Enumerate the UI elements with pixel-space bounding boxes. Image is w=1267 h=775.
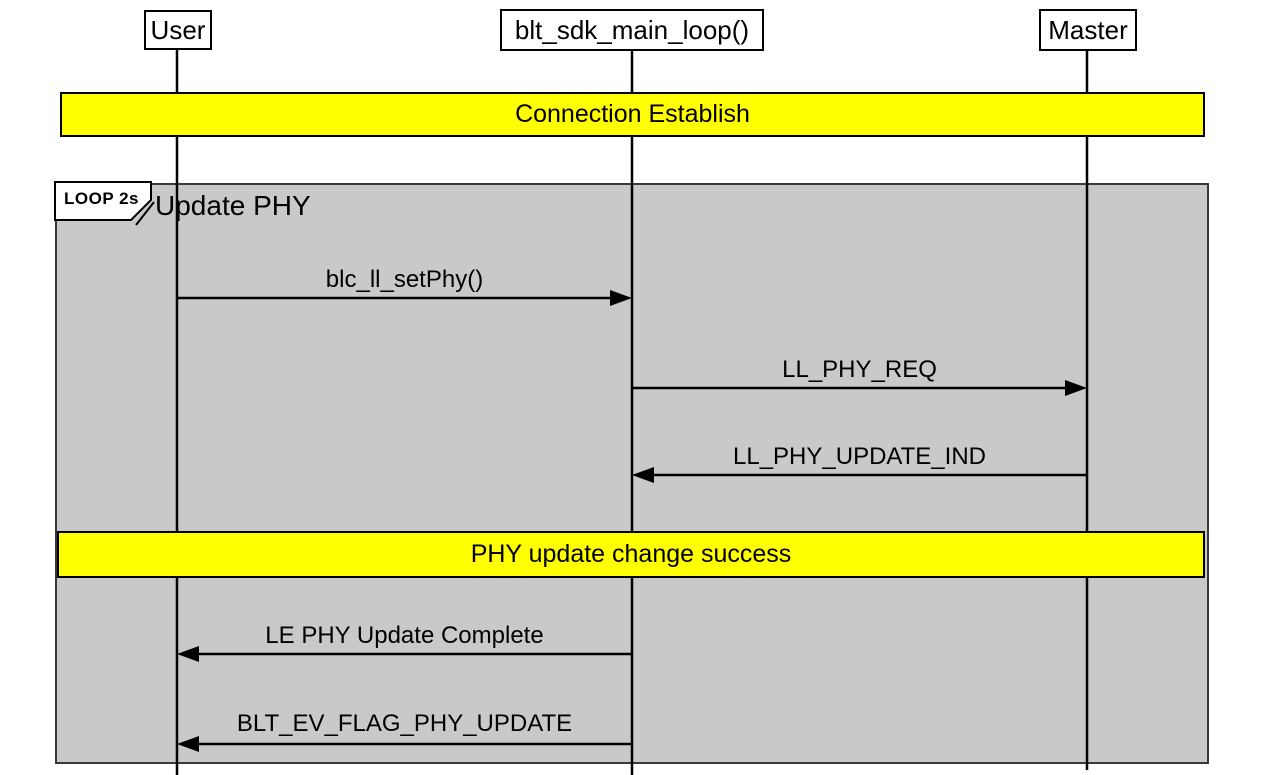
participant-mainloop: blt_sdk_main_loop() — [500, 9, 764, 51]
participant-master: Master — [1039, 9, 1137, 51]
arrowhead-right-blc-ll-setphy — [610, 290, 632, 306]
banner-connection-establish: Connection Establish — [60, 92, 1205, 137]
loop-title-label: Update PHY — [155, 190, 311, 221]
arrowhead-left-le-phy-update-complete — [177, 646, 199, 662]
pentagon-fold-line — [135, 201, 155, 226]
message-label-blc-ll-setphy: blc_ll_setPhy() — [325, 266, 484, 293]
banner-connection-label: Connection Establish — [515, 100, 750, 128]
arrowhead-left-blt-ev-flag-phy-update — [177, 736, 199, 752]
arrowhead-left-ll-phy-update-ind — [632, 467, 654, 483]
banner-phy-update-success: PHY update change success — [57, 531, 1205, 578]
participant-user: User — [144, 10, 212, 50]
loop-operator-pentagon — [54, 181, 155, 226]
pentagon-shape — [54, 181, 152, 221]
message-label-ll-phy-update-ind: LL_PHY_UPDATE_IND — [733, 443, 986, 470]
banner-phy-success-label: PHY update change success — [470, 540, 792, 568]
message-label-le-phy-update-complete: LE PHY Update Complete — [265, 622, 544, 649]
arrowhead-right-ll-phy-req — [1065, 380, 1087, 396]
loop-operator-label: LOOP 2s — [64, 189, 139, 208]
message-label-blt-ev-flag-phy-update: BLT_EV_FLAG_PHY_UPDATE — [236, 710, 573, 737]
message-label-ll-phy-req: LL_PHY_REQ — [782, 356, 937, 383]
participant-mainloop-label: blt_sdk_main_loop() — [514, 14, 750, 45]
participant-user-label: User — [150, 14, 206, 45]
participant-master-label: Master — [1048, 14, 1128, 45]
